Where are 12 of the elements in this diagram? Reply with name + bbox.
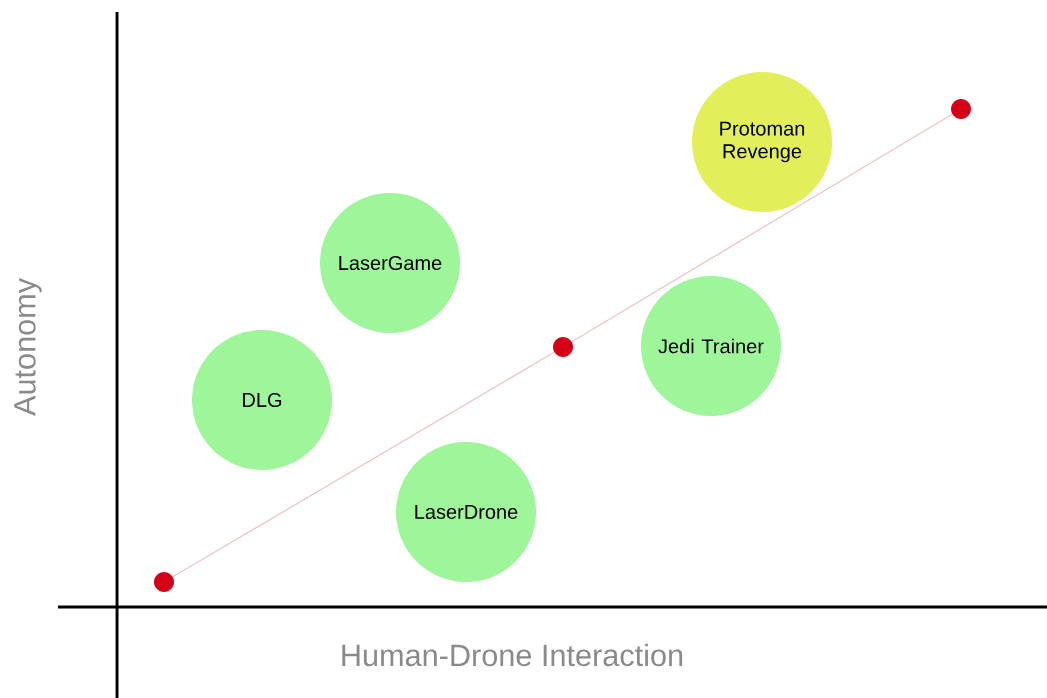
trend-line [172, 351, 555, 578]
axis-label: Human-Drone Interaction [342, 643, 683, 667]
dot [154, 572, 174, 592]
axis-label: Autonomy [14, 278, 42, 416]
bubble: Jedi Trainer [641, 276, 781, 416]
dot [553, 337, 573, 357]
trend-line [571, 113, 953, 343]
dot [951, 99, 971, 119]
bubble: Protoman Revenge [691, 71, 833, 213]
bubble: LaserGame [320, 193, 460, 333]
bubble: DLG [192, 330, 332, 470]
bubble: LaserDrone [396, 442, 536, 582]
